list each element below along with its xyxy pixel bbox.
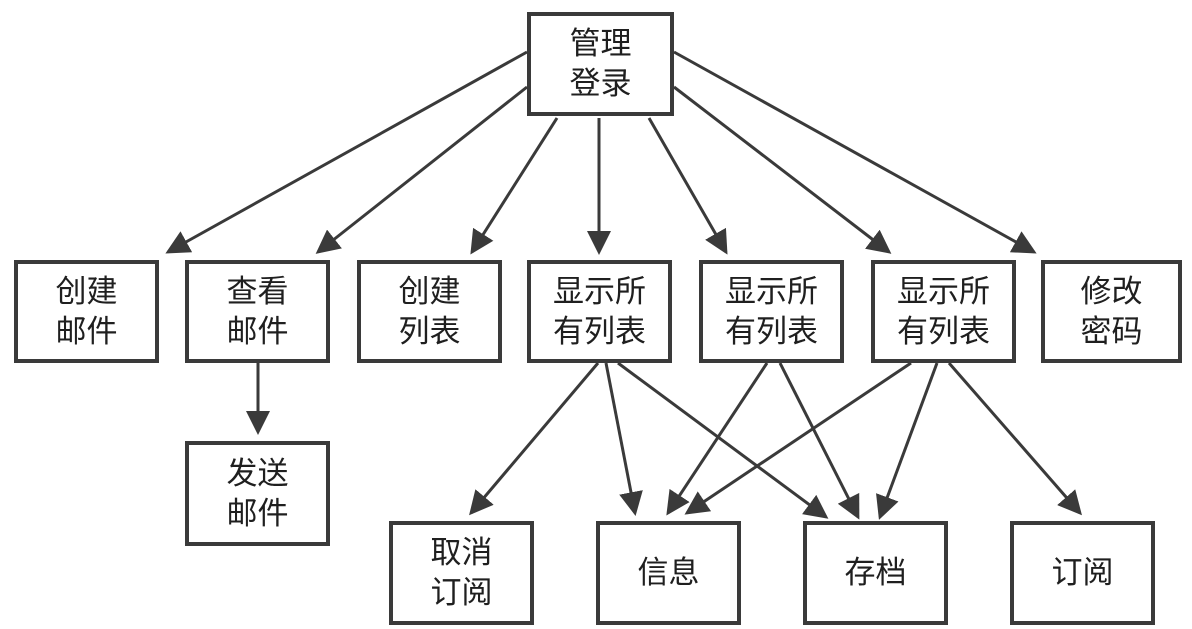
edges-layer — [165, 50, 1082, 520]
edge-admin-login-to-view-mail — [315, 85, 528, 254]
edge-show-all-lists-1-to-unsubscribe — [469, 362, 600, 516]
node-label-change-password: 修改 密码 — [1080, 273, 1143, 350]
edge-show-all-lists-1-to-info — [604, 362, 643, 516]
node-label-archive: 存档 — [844, 555, 907, 591]
node-subscribe: 订阅 — [1010, 521, 1155, 625]
node-label-unsubscribe: 取消 订阅 — [430, 535, 493, 611]
node-show-all-lists-3: 显示所 有列表 — [871, 260, 1016, 363]
edge-show-all-lists-3-to-subscribe — [947, 362, 1082, 516]
node-label-create-list: 创建 列表 — [398, 273, 461, 350]
edge-show-all-lists-2-to-archive — [778, 362, 860, 520]
node-create-list: 创建 列表 — [357, 260, 502, 363]
edge-admin-login-to-change-password — [673, 50, 1037, 254]
node-show-all-lists-2: 显示所 有列表 — [699, 260, 844, 363]
edge-admin-login-to-create-mail — [165, 50, 528, 254]
node-send-mail: 发送 邮件 — [185, 441, 330, 546]
node-show-all-lists-1: 显示所 有列表 — [527, 260, 672, 363]
node-info: 信息 — [596, 521, 741, 625]
edge-admin-login-to-show-all-lists-2 — [647, 117, 728, 255]
edge-show-all-lists-1-to-archive — [617, 361, 829, 519]
edge-admin-login-to-create-list — [470, 117, 559, 255]
edge-admin-login-to-show-all-lists-3 — [673, 85, 892, 254]
node-label-show-all-lists-1: 显示所 有列表 — [553, 273, 646, 350]
node-create-mail: 创建 邮件 — [14, 260, 159, 363]
node-view-mail: 查看 邮件 — [185, 260, 330, 363]
node-label-show-all-lists-3: 显示所 有列表 — [897, 273, 990, 350]
node-label-view-mail: 查看 邮件 — [226, 273, 289, 350]
node-change-password: 修改 密码 — [1041, 260, 1182, 363]
node-label-send-mail: 发送 邮件 — [226, 455, 289, 532]
node-label-show-all-lists-2: 显示所 有列表 — [725, 273, 818, 350]
node-label-create-mail: 创建 邮件 — [55, 273, 118, 350]
node-archive: 存档 — [803, 521, 948, 625]
edge-show-all-lists-3-to-info — [684, 361, 912, 515]
node-label-subscribe: 订阅 — [1051, 555, 1114, 591]
edge-show-all-lists-3-to-archive — [876, 362, 939, 520]
node-label-admin-login: 管理 登录 — [569, 26, 632, 102]
node-admin-login: 管理 登录 — [527, 12, 674, 116]
node-label-info: 信息 — [637, 555, 700, 591]
edge-show-all-lists-2-to-info — [666, 362, 769, 516]
node-unsubscribe: 取消 订阅 — [389, 521, 534, 625]
